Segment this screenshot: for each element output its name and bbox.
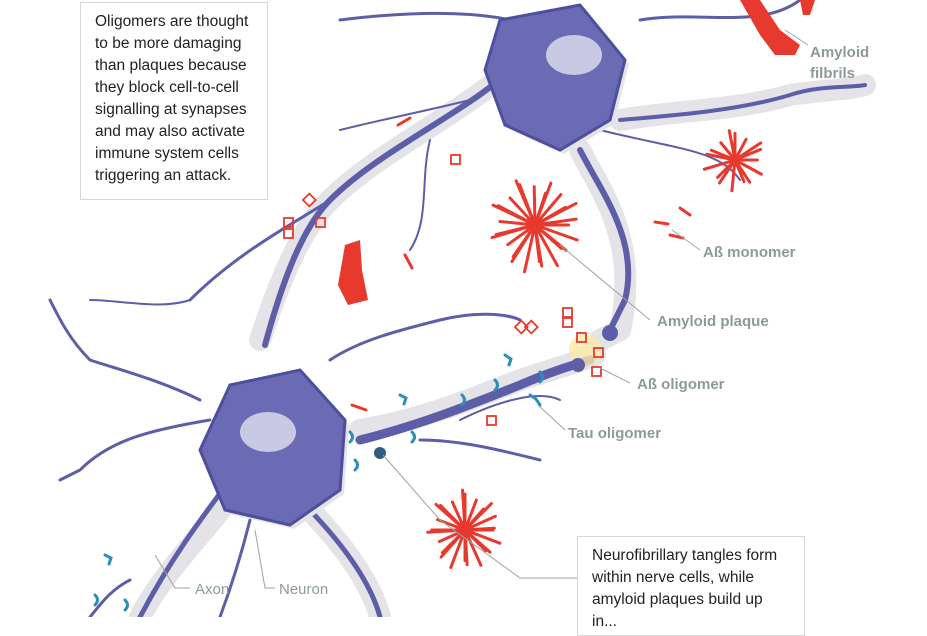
amyloid-plaque	[490, 179, 579, 274]
abeta-oligomers	[283, 154, 604, 426]
abeta-monomers	[350, 116, 692, 412]
label-leaders	[154, 29, 809, 589]
tangles-callout: Neurofibrillary tangles form within nerv…	[577, 536, 805, 636]
label-tau-oligomer: Tau oligomer	[568, 425, 661, 442]
amyloid-plaque	[426, 488, 502, 569]
neuron-diagram: Amyloid filbrils Aß monomer Amyloid plaq…	[48, 0, 876, 617]
label-neuron: Neuron	[279, 581, 328, 598]
amyloid-plaque	[702, 129, 763, 193]
tau-oligomers	[93, 353, 544, 612]
oligomers-callout: Oligomers are thought to be more damagin…	[80, 2, 268, 200]
axon-terminal	[571, 358, 585, 372]
label-amyloid-plaque: Amyloid plaque	[657, 313, 769, 330]
neuron-lower	[198, 368, 349, 529]
nucleus	[240, 412, 296, 452]
nucleus	[546, 35, 602, 75]
label-axon: Axon	[195, 581, 229, 598]
axon-terminal	[602, 325, 618, 341]
label-abeta-monomer: Aß monomer	[703, 244, 796, 261]
label-abeta-oligomer: Aß oligomer	[637, 376, 725, 393]
neuron-upper	[483, 3, 629, 154]
label-amyloid-fibrils-2: filbrils	[810, 65, 855, 82]
label-amyloid-fibrils: Amyloid	[810, 44, 869, 61]
amyloid-fibril	[338, 0, 815, 305]
